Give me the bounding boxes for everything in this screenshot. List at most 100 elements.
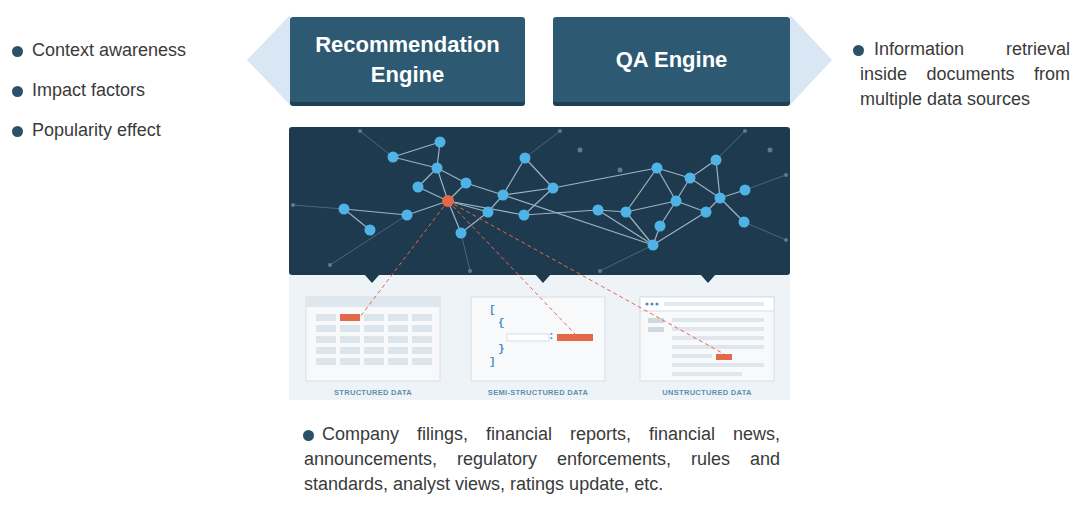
graph-node — [519, 210, 530, 221]
graph-node — [715, 193, 726, 204]
text-line — [672, 327, 764, 331]
table-cell — [388, 347, 408, 354]
graph-link — [626, 168, 657, 212]
table-cell — [340, 325, 360, 332]
bullet-text: Information retrieval inside documents f… — [860, 37, 1070, 113]
graph-dot — [468, 269, 472, 273]
bullet-text: Popularity effect — [32, 118, 232, 143]
table-cell — [340, 314, 360, 321]
card-label: UNSTRUCTURED DATA — [634, 388, 780, 397]
graph-link — [393, 142, 440, 157]
data-card: STRUCTURED DATA — [300, 297, 446, 397]
leader-lines — [360, 201, 724, 354]
card-label: SEMI-STRUCTURED DATA — [463, 388, 613, 397]
graph-node — [648, 240, 659, 251]
data-card: SEMI-STRUCTURED DATA — [463, 297, 613, 397]
table-cell — [316, 358, 336, 365]
graph-link — [344, 209, 407, 215]
data-card: UNSTRUCTURED DATA — [634, 297, 780, 397]
table-cell — [412, 325, 432, 332]
graph-dot — [743, 129, 747, 133]
graph-node — [432, 163, 443, 174]
leader-line — [448, 201, 575, 334]
graph-dot — [328, 263, 332, 267]
engine-box: QA Engine — [553, 17, 790, 102]
graph-node — [483, 207, 494, 218]
table-cell — [340, 347, 360, 354]
graph-dot — [358, 129, 362, 133]
semi-structured-card — [471, 297, 605, 381]
network-graph — [291, 129, 788, 273]
graph-node — [593, 205, 604, 216]
text-line — [672, 336, 764, 340]
unstructured-card — [640, 297, 774, 381]
graph-link — [745, 175, 786, 190]
bullet-dot — [12, 46, 23, 57]
graph-link — [407, 201, 448, 215]
bracket-symbol: } — [498, 343, 505, 355]
graph-dot — [578, 148, 583, 153]
panel-notch — [535, 274, 551, 283]
card-label: STRUCTURED DATA — [300, 388, 446, 397]
text-line — [672, 345, 764, 349]
bullet-text: Context awareness — [32, 38, 232, 63]
table-cell — [364, 325, 384, 332]
graph-link — [657, 168, 676, 201]
graph-link — [466, 183, 503, 195]
leader-line — [448, 201, 724, 354]
graph-dot — [768, 148, 773, 153]
bullet-dot — [12, 126, 23, 137]
bullet-text: Impact factors — [32, 78, 232, 103]
graph-node — [621, 207, 632, 218]
graph-link — [716, 160, 720, 198]
table-cell — [340, 358, 360, 365]
panel-notch — [364, 274, 380, 283]
bullet-dot — [303, 430, 314, 441]
bullet-text: Company filings, financial reports, fina… — [304, 422, 780, 498]
bracket-symbol: [ — [489, 304, 496, 316]
graph-node — [739, 217, 750, 228]
graph-node — [740, 185, 751, 196]
graph-dot — [291, 203, 295, 207]
graph-link — [553, 168, 657, 188]
graph-node — [456, 228, 467, 239]
text-line — [672, 318, 764, 322]
bracket-symbol: { — [498, 317, 505, 329]
table-cell — [412, 314, 432, 321]
panel-notch — [700, 274, 716, 283]
table-cell — [316, 347, 336, 354]
graph-link — [330, 215, 407, 265]
table-cell — [364, 336, 384, 343]
graph-link — [744, 222, 786, 240]
graph-link — [626, 201, 676, 212]
structured-card — [306, 297, 440, 381]
table-cell — [388, 325, 408, 332]
table-cell — [388, 336, 408, 343]
table-cell — [364, 358, 384, 365]
graph-node — [388, 152, 399, 163]
graph-node — [402, 210, 413, 221]
data-panel — [289, 272, 790, 400]
engine-box: Recommendation Engine — [290, 17, 525, 102]
table-cell — [412, 336, 432, 343]
graph-node — [339, 204, 350, 215]
graph-link — [461, 233, 470, 271]
left-chevron — [247, 15, 290, 105]
table-cell — [412, 347, 432, 354]
graph-link — [393, 157, 437, 168]
graph-link — [503, 188, 553, 195]
table-cell — [364, 347, 384, 354]
leader-line — [360, 201, 448, 317]
graph-dot — [558, 129, 562, 133]
right-chevron — [790, 15, 832, 105]
graph-link — [525, 131, 560, 158]
graph-dot — [598, 269, 602, 273]
graph-dot — [784, 173, 788, 177]
graph-link — [653, 212, 706, 245]
graph-panel — [289, 127, 790, 275]
table-cell — [340, 336, 360, 343]
engine-title: Recommendation Engine — [300, 30, 515, 89]
table-cell — [388, 314, 408, 321]
graph-node — [548, 183, 559, 194]
graph-node — [685, 173, 696, 184]
